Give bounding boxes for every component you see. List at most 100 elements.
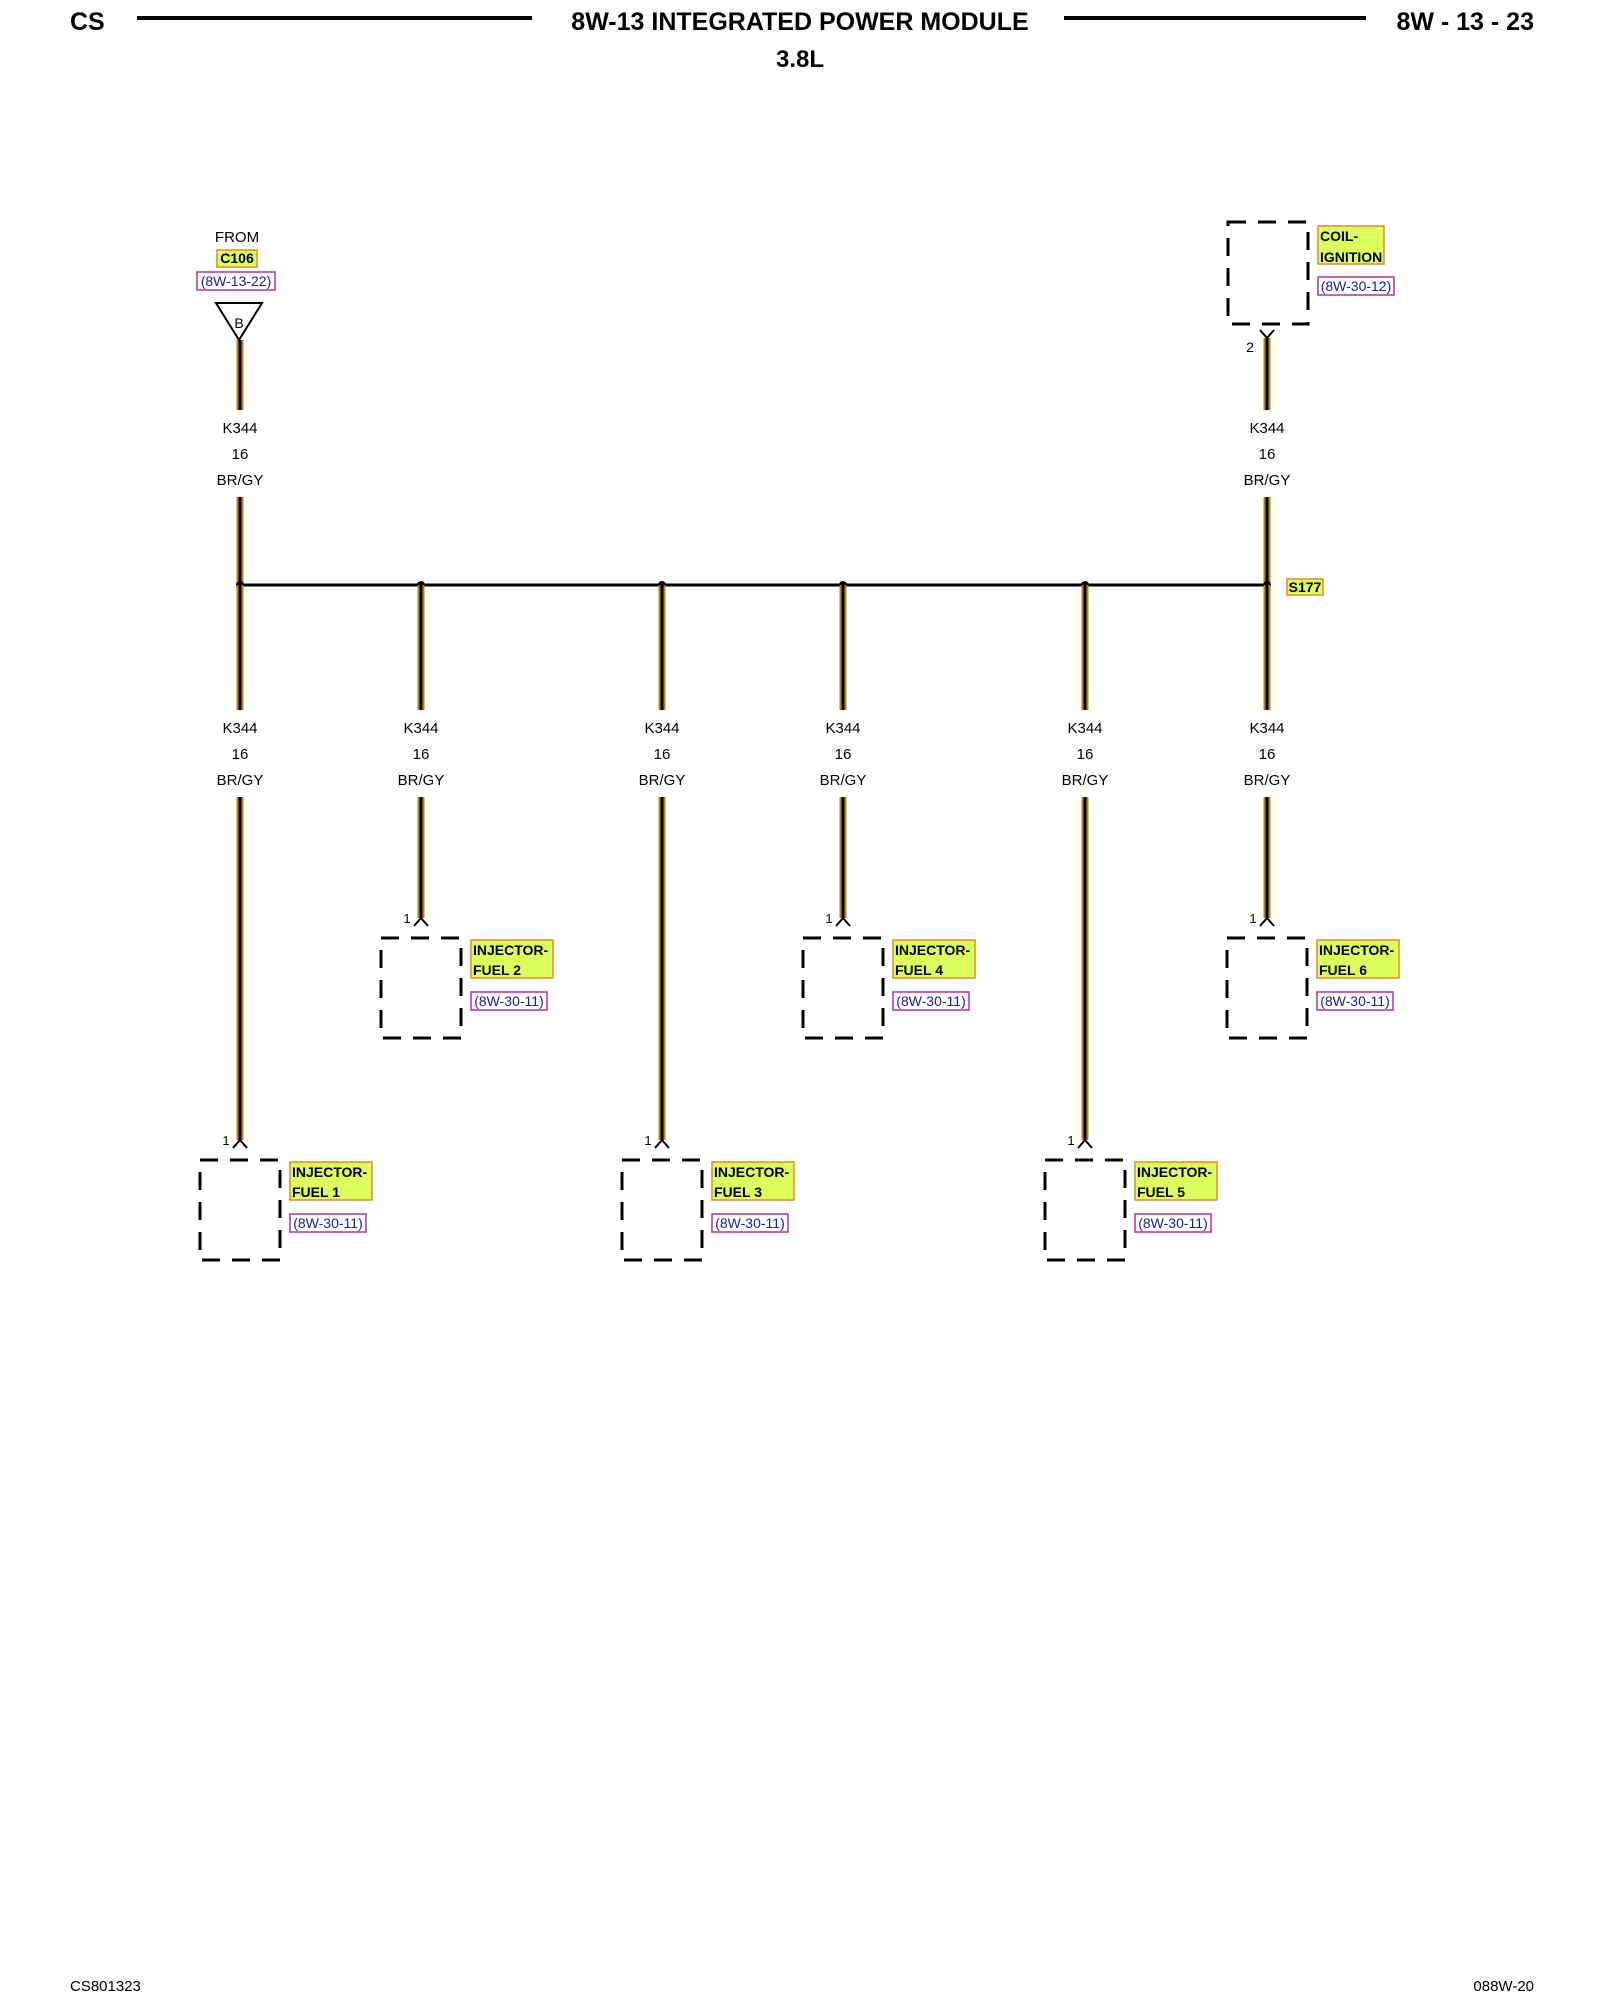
coil-pin-label: 2 (1246, 339, 1254, 355)
injector-fuel-2-ref-box (470, 991, 548, 1011)
injector-fuel-5-label-line2: FUEL 5 (1137, 1184, 1185, 1200)
injector-fuel-3-label-line1: INJECTOR- (714, 1164, 790, 1180)
injector-fuel-1-wire-label-color: BR/GY (217, 772, 264, 789)
wires-layer (232, 329, 1275, 1149)
header-rule-right (1064, 16, 1366, 20)
injector-fuel-1-label-line2: FUEL 1 (292, 1184, 340, 1200)
injector-fuel-5-pin-label: 1 (1067, 1133, 1074, 1148)
injector-fuel-1-wire-label-circuit: K344 (222, 720, 257, 737)
injector-fuel-2-label-line1: INJECTOR- (473, 942, 549, 958)
injector-fuel-5-wire-label-circuit: K344 (1067, 720, 1102, 737)
injector-fuel-6-pin-fork (1259, 916, 1275, 927)
injector-fuel-3-label-highlight (711, 1161, 795, 1201)
injector-fuel-3-wire-label-color: BR/GY (639, 772, 686, 789)
source-ref-link[interactable]: (8W-13-22) (201, 273, 272, 289)
injector-fuel-4-ref-link[interactable]: (8W-30-11) (896, 993, 966, 1009)
injector-fuel-6-wire-label-color: BR/GY (1244, 772, 1291, 789)
injector-fuel-5-ref-box (1134, 1213, 1212, 1233)
source-connector-highlight (216, 249, 258, 268)
injector-fuel-3-pin-fork (654, 1138, 670, 1149)
injector-fuel-4-label-highlight (892, 939, 976, 979)
coil-ref-link[interactable]: (8W-30-12) (1321, 278, 1392, 294)
injector-fuel-5-label-line1: INJECTOR- (1137, 1164, 1213, 1180)
injector-fuel-6-ref-link[interactable]: (8W-30-11) (1320, 993, 1390, 1009)
injector-fuel-4-ref-box (892, 991, 970, 1011)
injector-fuel-2-ref-link[interactable]: (8W-30-11) (474, 993, 544, 1009)
header-rule-left (137, 16, 532, 20)
injector-fuel-4-pin-label: 1 (825, 911, 832, 926)
injector-fuel-1-label-highlight (289, 1161, 373, 1201)
injector-fuel-1-wire-label-gauge: 16 (232, 746, 249, 763)
page-number: 8W - 13 - 23 (1396, 8, 1534, 36)
feed-wire-label-circuit: K344 (222, 420, 257, 437)
injector-fuel-2-label-line2: FUEL 2 (473, 962, 521, 978)
coil-pin-fork (1259, 329, 1275, 340)
injector-fuel-1-pin-fork (232, 1138, 248, 1149)
components-layer (198, 936, 1400, 1262)
injector-fuel-4-wire-label-color: BR/GY (820, 772, 867, 789)
footer-doc-code: CS801323 (70, 1978, 141, 1995)
injector-fuel-6-pin-label: 1 (1249, 911, 1256, 926)
injector-fuel-2-label-highlight (470, 939, 554, 979)
injector-fuel-5-wire-label-color: BR/GY (1062, 772, 1109, 789)
coil-label-line2: IGNITION (1320, 249, 1382, 265)
injector-fuel-4-pin-fork (835, 916, 851, 927)
injector-fuel-4-label-line2: FUEL 4 (895, 962, 943, 978)
injector-fuel-1-ref-box (289, 1213, 367, 1233)
coil-label-highlight (1317, 225, 1385, 265)
injector-fuel-2-wire-label-color: BR/GY (398, 772, 445, 789)
page-section-code: CS (70, 8, 105, 36)
source-pin-label: B (234, 315, 243, 331)
injector-fuel-2-wire-label-circuit: K344 (403, 720, 438, 737)
injector-fuel-3-ref-box (711, 1213, 789, 1233)
footer-sheet-code: 088W-20 (1473, 1978, 1534, 1995)
splice-label: S177 (1289, 579, 1322, 595)
injector-fuel-3-wire-label-circuit: K344 (644, 720, 679, 737)
page-subtitle: 3.8L (775, 46, 825, 73)
coil-ignition-box (1226, 220, 1310, 326)
injector-fuel-6-label-highlight (1316, 939, 1400, 979)
injector-fuel-5-label-highlight (1134, 1161, 1218, 1201)
injector-fuel-6-wire-label-circuit: K344 (1249, 720, 1284, 737)
injector-fuel-6-wire-label-gauge: 16 (1259, 746, 1276, 763)
injector-fuel-2-wire-label-gauge: 16 (413, 746, 430, 763)
coil-wire-label-circuit: K344 (1249, 420, 1284, 437)
page-title: 8W-13 INTEGRATED POWER MODULE (571, 8, 1029, 36)
coil-label-line1: COIL- (1320, 228, 1358, 244)
labels-layer: K34416BR/GYK34416BR/GYK34416BR/GY1INJECT… (217, 420, 1395, 1231)
injector-fuel-3-label-line2: FUEL 3 (714, 1184, 762, 1200)
injector-fuel-5-ref-link[interactable]: (8W-30-11) (1138, 1215, 1208, 1231)
feed-wire-label-gauge: 16 (232, 446, 249, 463)
injector-fuel-3-box (620, 1158, 704, 1262)
injector-fuel-3-wire-label-gauge: 16 (654, 746, 671, 763)
feed-wire-label-color: BR/GY (217, 472, 264, 489)
splice-highlight (1286, 578, 1324, 596)
coil-wire-label-color: BR/GY (1244, 472, 1291, 489)
injector-fuel-3-pin-label: 1 (644, 1133, 651, 1148)
injector-fuel-6-ref-box (1316, 991, 1394, 1011)
source-connector-c106[interactable]: FROM C106 (8W-13-22) B (196, 229, 276, 342)
injector-fuel-4-label-line1: INJECTOR- (895, 942, 971, 958)
injector-fuel-4-wire-label-gauge: 16 (835, 746, 852, 763)
source-pin-triangle (214, 302, 264, 342)
coil-ref-box (1317, 276, 1395, 296)
injector-fuel-2-pin-fork (413, 916, 429, 927)
injector-fuel-2-pin-label: 1 (403, 911, 410, 926)
coil-ignition-component[interactable]: COIL- IGNITION (8W-30-12) 2 (1226, 220, 1395, 355)
coil-wire-label-gauge: 16 (1259, 446, 1276, 463)
injector-fuel-1-pin-label: 1 (222, 1133, 229, 1148)
injector-fuel-2-box (379, 936, 463, 1040)
injector-fuel-6-label-line1: INJECTOR- (1319, 942, 1395, 958)
injector-fuel-5-wire-label-gauge: 16 (1077, 746, 1094, 763)
injector-fuel-1-label-line1: INJECTOR- (292, 1164, 368, 1180)
injector-fuel-1-ref-link[interactable]: (8W-30-11) (293, 1215, 363, 1231)
injector-fuel-3-ref-link[interactable]: (8W-30-11) (715, 1215, 785, 1231)
source-ref-box (196, 271, 276, 291)
injector-fuel-6-label-line2: FUEL 6 (1319, 962, 1367, 978)
injector-fuel-1-box (198, 1158, 282, 1262)
injector-fuel-5-pin-fork (1077, 1138, 1093, 1149)
injector-fuel-4-wire-label-circuit: K344 (825, 720, 860, 737)
source-from-label: FROM (215, 229, 259, 246)
injector-fuel-6-box (1225, 936, 1309, 1040)
